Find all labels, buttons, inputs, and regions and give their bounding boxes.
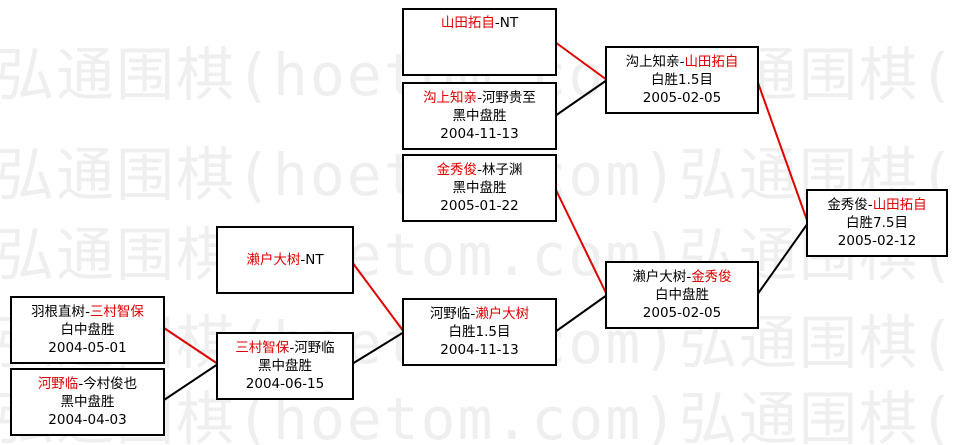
match-players: 沟上知亲-山田拓自 (607, 53, 757, 71)
white-player: 金秀俊 (827, 197, 868, 213)
white-player: 濑户大树 (632, 269, 687, 285)
match-result: 白中盘胜 (60, 322, 115, 338)
black-player: 林子渊 (481, 162, 523, 178)
match-date: 2004-04-03 (48, 412, 127, 428)
match-players: 羽根直树-三村智保 (12, 303, 163, 321)
connector-r4a (756, 222, 809, 296)
connector-r4b (756, 79, 809, 224)
black-player: NT (305, 252, 324, 268)
white-player: 濑户大树 (246, 252, 301, 268)
black-player: 山田拓自 (684, 54, 739, 70)
match-box-r1a: 羽根直树-三村智保 白中盘胜 2004-05-01 (10, 296, 165, 364)
match-box-r1c: 沟上知亲-河野贵至 黑中盘胜 2004-11-13 (402, 82, 557, 150)
match-box-r1d: 金秀俊-林子渊 黑中盘胜 2005-01-22 (402, 154, 557, 222)
dash: - (686, 269, 692, 285)
black-player: 三村智保 (89, 304, 144, 320)
white-player: 三村智保 (235, 340, 290, 356)
match-box-r2b: 濑户大树-NT (216, 226, 354, 294)
match-box-r4b: 沟上知亲-山田拓自 白胜1.5目 2005-02-05 (605, 46, 759, 114)
connector-r2b (351, 261, 405, 333)
match-result: 黑中盘胜 (60, 394, 115, 410)
match-date: 2004-05-01 (48, 340, 127, 356)
black-player: 今村俊也 (83, 376, 138, 392)
match-box-r3a: 河野临-濑户大树 白胜1.5目 2004-11-13 (402, 298, 557, 366)
match-result: 黑中盘胜 (258, 358, 312, 374)
match-date: 2004-06-15 (245, 376, 325, 392)
match-date: 2005-02-12 (837, 233, 917, 249)
black-player: 濑户大树 (475, 306, 530, 322)
match-players: 山田拓自-NT (404, 14, 555, 32)
match-box-final: 金秀俊-山田拓自 白胜7.5目 2005-02-12 (806, 189, 948, 257)
connector-r1b (163, 363, 219, 401)
match-result: 白胜1.5目 (448, 324, 511, 340)
connector-r1d (554, 187, 608, 296)
connector-r2c (554, 41, 608, 81)
match-date: 2005-01-22 (440, 198, 519, 214)
match-players: 三村智保-河野临 (218, 339, 352, 357)
white-player: 河野临 (429, 306, 471, 322)
black-player: 河野贵至 (481, 90, 536, 106)
black-player: 金秀俊 (691, 269, 732, 285)
match-result: 黑中盘胜 (452, 108, 507, 124)
match-result: 白胜1.5目 (651, 72, 713, 88)
white-player: 河野临 (37, 376, 79, 392)
connector-r1a (163, 327, 219, 365)
match-players: 金秀俊-林子渊 (404, 161, 555, 179)
match-result: 黑中盘胜 (452, 180, 507, 196)
black-player: NT (499, 15, 519, 31)
connector-r3a (554, 294, 608, 333)
dash: - (477, 162, 482, 178)
match-date: 2004-11-13 (440, 126, 519, 142)
match-date: 2005-02-05 (642, 305, 722, 321)
dash: - (867, 197, 873, 213)
match-players: 濑户大树-NT (218, 251, 352, 269)
dash: - (494, 15, 500, 31)
white-player: 沟上知亲 (625, 54, 680, 70)
match-result: 白中盘胜 (655, 287, 709, 303)
connector-r2a (351, 331, 405, 365)
match-players: 河野临-今村俊也 (12, 375, 163, 393)
match-box-r2a: 三村智保-河野临 黑中盘胜 2004-06-15 (216, 332, 354, 400)
match-box-r4a: 濑户大树-金秀俊 白中盘胜 2005-02-05 (605, 261, 759, 329)
match-box-r2c: 山田拓自-NT (402, 8, 557, 76)
match-players: 沟上知亲-河野贵至 (404, 89, 555, 107)
black-player: 山田拓自 (872, 197, 927, 213)
match-box-r1b: 河野临-今村俊也 黑中盘胜 2004-04-03 (10, 368, 165, 436)
black-player: 河野临 (294, 340, 335, 356)
dash: - (78, 376, 84, 392)
dash: - (679, 54, 685, 70)
dash: - (300, 252, 306, 268)
dash: - (470, 306, 476, 322)
match-players: 濑户大树-金秀俊 (607, 268, 757, 286)
white-player: 金秀俊 (436, 162, 478, 178)
white-player: 羽根直树 (31, 304, 86, 320)
match-players: 河野临-濑户大树 (404, 305, 555, 323)
dash: - (289, 340, 295, 356)
connector-r1c (554, 79, 608, 117)
match-players: 金秀俊-山田拓自 (808, 196, 946, 214)
match-result: 白胜7.5目 (846, 215, 908, 231)
match-date: 2004-11-13 (440, 342, 519, 358)
match-date: 2005-02-05 (642, 90, 722, 106)
dash: - (477, 90, 482, 106)
white-player: 山田拓自 (440, 15, 495, 31)
white-player: 沟上知亲 (423, 90, 478, 106)
dash: - (85, 304, 90, 320)
